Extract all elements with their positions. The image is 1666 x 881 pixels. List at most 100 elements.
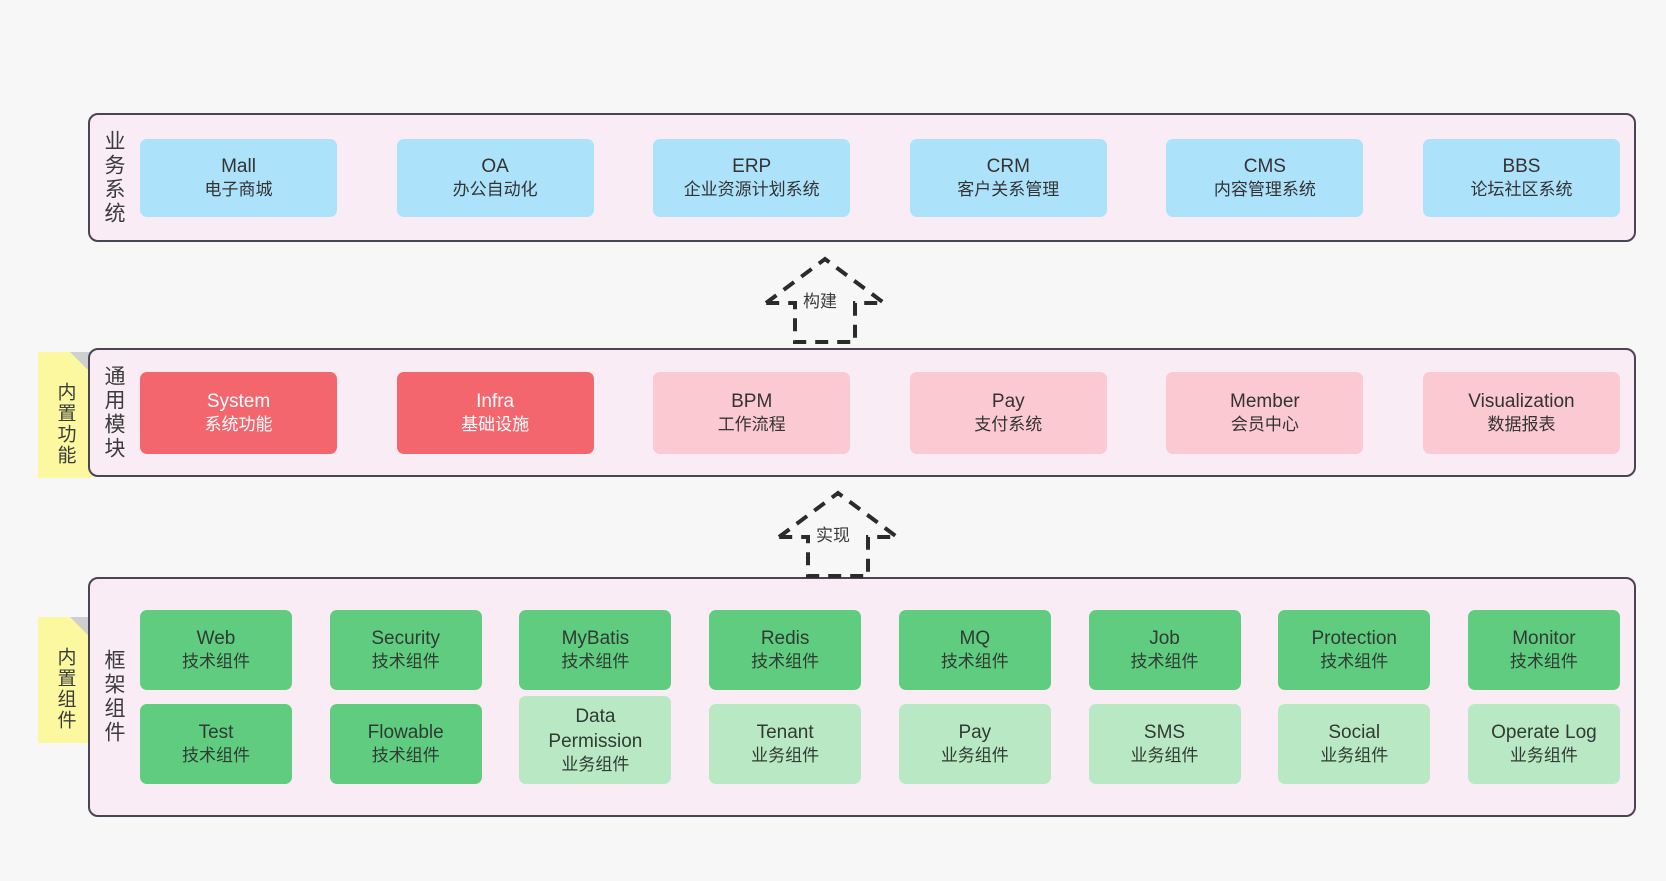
card-protection-desc: 技术组件 — [1320, 652, 1389, 672]
card-data-permission-desc: 业务组件 — [561, 754, 630, 774]
card-sms[interactable]: SMS 业务组件 — [1088, 704, 1241, 784]
card-operate-log-desc: 业务组件 — [1509, 746, 1578, 766]
card-pay-component[interactable]: Pay 业务组件 — [898, 704, 1051, 784]
card-cms-name: CMS — [1243, 155, 1286, 177]
card-crm-desc: 客户关系管理 — [957, 179, 1060, 199]
card-system-desc: 系统功能 — [204, 414, 273, 434]
common-module-card-list: System 系统功能 Infra 基础设施 BPM 工作流程 Pay 支付系统… — [136, 350, 1634, 475]
card-oa-name: OA — [481, 155, 509, 177]
card-social[interactable]: Social 业务组件 — [1278, 704, 1431, 784]
card-redis[interactable]: Redis 技术组件 — [709, 610, 862, 690]
card-mybatis-desc: 技术组件 — [561, 652, 630, 672]
card-test-name: Test — [198, 722, 234, 744]
card-infra-name: Infra — [476, 390, 515, 412]
card-member-name: Member — [1230, 390, 1300, 412]
note-builtin-feature-label: 内置功能 — [54, 382, 76, 466]
card-data-permission-name: Data Permission — [548, 705, 643, 752]
layer-title-business-system: 业务系统 — [102, 129, 125, 226]
card-bbs[interactable]: BBS 论坛社区系统 — [1422, 138, 1620, 217]
card-bpm[interactable]: BPM 工作流程 — [653, 371, 851, 454]
card-pay-module-name: Pay — [991, 390, 1025, 412]
card-data-permission[interactable]: Data Permission 业务组件 — [519, 696, 672, 784]
card-redis-desc: 技术组件 — [751, 652, 820, 672]
note-fold-corner-icon — [70, 352, 92, 374]
card-bpm-desc: 工作流程 — [717, 414, 786, 434]
card-bpm-name: BPM — [731, 390, 773, 412]
card-crm[interactable]: CRM 客户关系管理 — [909, 138, 1107, 217]
card-tenant-desc: 业务组件 — [751, 746, 820, 766]
card-operate-log-name: Operate Log — [1491, 722, 1597, 744]
card-mall-desc: 电子商城 — [204, 179, 273, 199]
card-redis-name: Redis — [760, 628, 810, 650]
business-system-card-list: Mall 电子商城 OA 办公自动化 ERP 企业资源计划系统 CRM 客户关系… — [136, 115, 1634, 240]
note-builtin-feature: 内置功能 — [38, 352, 92, 478]
card-bbs-desc: 论坛社区系统 — [1470, 179, 1573, 199]
framework-component-row-technical: Web 技术组件 Security 技术组件 MyBatis 技术组件 Redi… — [140, 610, 1620, 690]
arrow-build-label: 构建 — [803, 292, 837, 311]
card-web[interactable]: Web 技术组件 — [140, 610, 292, 690]
card-sms-desc: 业务组件 — [1130, 746, 1199, 766]
card-member-desc: 会员中心 — [1230, 414, 1299, 434]
card-flowable-desc: 技术组件 — [371, 746, 440, 766]
card-mq[interactable]: MQ 技术组件 — [898, 610, 1051, 690]
layer-common-module: 通用模块 System 系统功能 Infra 基础设施 BPM 工作流程 Pay… — [88, 348, 1636, 477]
card-security-name: Security — [371, 628, 441, 650]
card-test-desc: 技术组件 — [182, 746, 250, 766]
card-oa[interactable]: OA 办公自动化 — [396, 138, 594, 217]
card-infra[interactable]: Infra 基础设施 — [396, 371, 594, 454]
card-monitor-desc: 技术组件 — [1509, 652, 1578, 672]
card-pay-component-desc: 业务组件 — [940, 746, 1009, 766]
card-mq-name: MQ — [959, 628, 991, 650]
card-protection[interactable]: Protection 技术组件 — [1278, 610, 1431, 690]
card-tenant[interactable]: Tenant 业务组件 — [709, 704, 862, 784]
layer-framework-component: 框架组件 Web 技术组件 Security 技术组件 MyBatis 技术组件… — [88, 577, 1636, 817]
card-system[interactable]: System 系统功能 — [140, 371, 337, 454]
card-mybatis-name: MyBatis — [561, 628, 630, 650]
note-builtin-component-label: 内置组件 — [54, 647, 76, 731]
card-protection-name: Protection — [1311, 628, 1397, 650]
card-pay-component-name: Pay — [958, 722, 992, 744]
card-flowable[interactable]: Flowable 技术组件 — [329, 704, 482, 784]
card-cms[interactable]: CMS 内容管理系统 — [1166, 138, 1364, 217]
card-erp[interactable]: ERP 企业资源计划系统 — [653, 138, 851, 217]
layer-title-common-module: 通用模块 — [102, 364, 125, 461]
card-pay-module[interactable]: Pay 支付系统 — [909, 371, 1107, 454]
card-bbs-name: BBS — [1502, 155, 1541, 177]
layer-business-system: 业务系统 Mall 电子商城 OA 办公自动化 ERP 企业资源计划系统 CRM… — [88, 113, 1636, 242]
card-web-desc: 技术组件 — [182, 652, 250, 672]
layer-title-framework-component: 框架组件 — [102, 649, 125, 745]
card-oa-desc: 办公自动化 — [452, 179, 538, 199]
card-flowable-name: Flowable — [367, 722, 444, 744]
arrow-implement: 实现 — [768, 487, 918, 582]
card-monitor[interactable]: Monitor 技术组件 — [1467, 610, 1620, 690]
card-visualization-name: Visualization — [1468, 390, 1575, 412]
card-social-desc: 业务组件 — [1320, 746, 1389, 766]
card-system-name: System — [206, 390, 271, 412]
card-job-desc: 技术组件 — [1130, 652, 1199, 672]
framework-component-row-business: Test 技术组件 Flowable 技术组件 Data Permission … — [140, 696, 1620, 784]
card-security-desc: 技术组件 — [371, 652, 440, 672]
card-mall[interactable]: Mall 电子商城 — [140, 138, 337, 217]
card-member[interactable]: Member 会员中心 — [1166, 371, 1364, 454]
card-job-name: Job — [1149, 628, 1180, 650]
card-visualization[interactable]: Visualization 数据报表 — [1422, 371, 1620, 454]
card-cms-desc: 内容管理系统 — [1213, 179, 1316, 199]
card-infra-desc: 基础设施 — [461, 414, 530, 434]
card-web-name: Web — [196, 628, 236, 650]
arrow-build: 构建 — [755, 253, 905, 348]
note-builtin-component: 内置组件 — [38, 617, 92, 743]
card-social-name: Social — [1328, 722, 1381, 744]
note-fold-corner-icon — [70, 617, 92, 639]
card-monitor-name: Monitor — [1512, 628, 1576, 650]
card-operate-log[interactable]: Operate Log 业务组件 — [1467, 704, 1620, 784]
card-mq-desc: 技术组件 — [940, 652, 1009, 672]
card-job[interactable]: Job 技术组件 — [1088, 610, 1241, 690]
card-pay-module-desc: 支付系统 — [974, 414, 1043, 434]
card-crm-name: CRM — [986, 155, 1030, 177]
arrow-implement-label: 实现 — [816, 526, 850, 545]
card-erp-desc: 企业资源计划系统 — [683, 179, 820, 199]
card-security[interactable]: Security 技术组件 — [329, 610, 482, 690]
card-mybatis[interactable]: MyBatis 技术组件 — [519, 610, 672, 690]
card-test[interactable]: Test 技术组件 — [140, 704, 292, 784]
